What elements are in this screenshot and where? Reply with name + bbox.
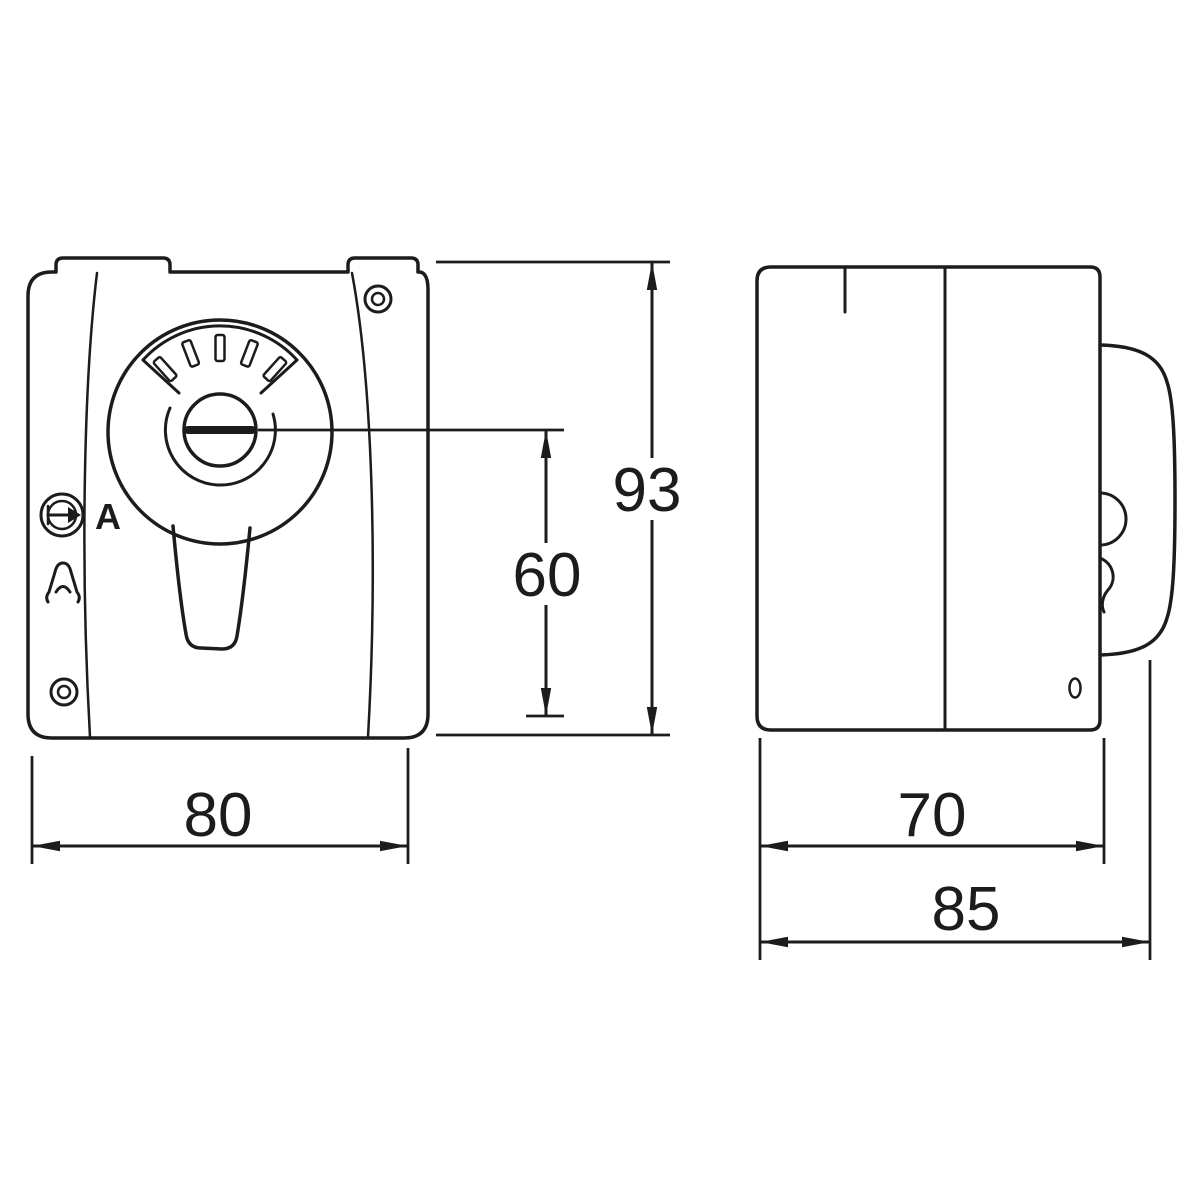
dial-fan-right-edge	[259, 358, 299, 395]
dim-label-60: 60	[513, 541, 582, 610]
dial-fan-outer-arc	[141, 324, 299, 362]
dial-tick-3	[214, 333, 226, 363]
dimensions: 93 60 80 70 85	[30, 260, 1152, 960]
screw-top-right	[363, 284, 393, 314]
override-outer-ring	[39, 492, 85, 538]
side-shaft-notch	[1098, 491, 1128, 547]
dim-label-85: 85	[932, 875, 1001, 944]
side-body-outline	[755, 265, 1102, 732]
front-contour-left	[83, 271, 99, 739]
dim-center-to-base: 60	[258, 428, 586, 718]
front-view: A	[26, 256, 430, 740]
front-contour-right	[350, 271, 375, 739]
screw-outer	[49, 677, 79, 707]
dial-tick-2	[181, 338, 201, 368]
dial-tick-5	[262, 356, 288, 383]
side-screw-hole	[1068, 677, 1082, 699]
override-arrow-icon	[68, 507, 81, 523]
handle-pointer	[171, 524, 252, 651]
port-label: A	[95, 496, 121, 537]
dim-label-70: 70	[898, 781, 967, 850]
dim-label-93: 93	[613, 456, 682, 525]
manual-override-knob	[39, 492, 85, 538]
side-hook-detail	[1098, 556, 1115, 614]
screw-outer	[363, 284, 393, 314]
dim-overall-depth: 85	[760, 660, 1152, 960]
dial-tick-4	[239, 338, 259, 368]
side-view	[755, 265, 1177, 732]
screw-inner	[56, 684, 72, 700]
dim-front-width: 80	[30, 748, 410, 864]
manual-override-icon	[45, 561, 81, 604]
dim-body-depth: 70	[758, 738, 1106, 960]
front-body-outline	[26, 256, 430, 740]
dial-fan-left-edge	[141, 358, 181, 395]
dim-label-80: 80	[184, 781, 253, 850]
screw-inner	[370, 291, 386, 307]
dial-scale-ticks	[152, 333, 288, 383]
screw-bottom-left	[49, 677, 79, 707]
side-knob-bulge	[1098, 343, 1177, 657]
dial-tick-1	[152, 356, 178, 383]
label-mask	[508, 543, 586, 605]
label-mask	[608, 458, 686, 520]
dim-front-height: 93	[436, 260, 686, 737]
dial-inner-arc	[163, 406, 277, 487]
dial-circle	[106, 318, 334, 546]
